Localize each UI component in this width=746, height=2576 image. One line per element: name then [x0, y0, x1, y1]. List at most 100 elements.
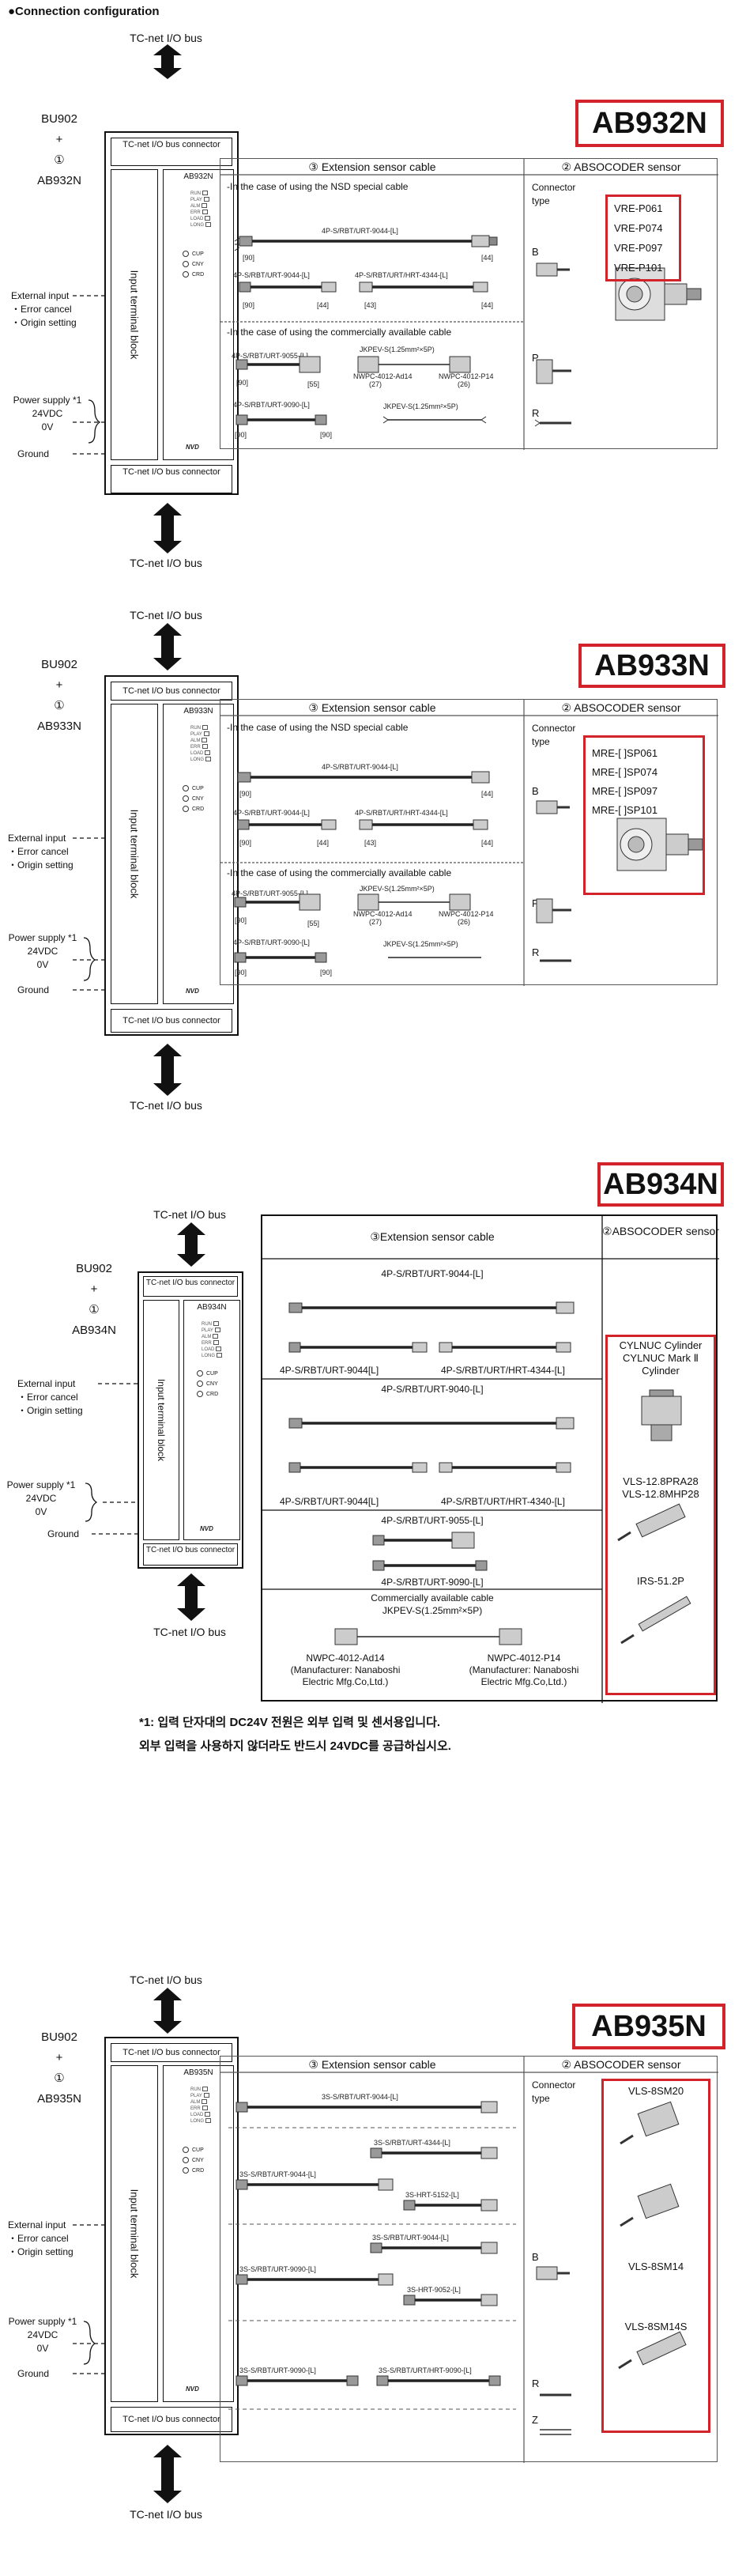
led-row: ERR: [202, 1340, 222, 1347]
type-r: R: [532, 2378, 540, 2389]
sensor-item: VLS-8SM14S: [624, 2321, 688, 2332]
sensor-header: ② ABSOCODER sensor: [561, 161, 681, 173]
led-indicator-icon: [202, 725, 208, 731]
led-indicator-icon: [205, 2118, 212, 2124]
cable-label: JKPEV-S(1.25mm²×5P): [383, 402, 458, 410]
footnote-line-1: *1: 입력 단자대의 DC24V 전원은 외부 입력 및 센서용입니다.: [139, 1716, 441, 1729]
cable-label: 3S-HRT-5152-[L]: [405, 2191, 459, 2199]
config-table: ③ Extension sensor cable ② ABSOCODER sen…: [220, 699, 718, 986]
side-leaders: [85, 1383, 138, 1535]
ground-label: Ground: [17, 984, 50, 995]
input-terminal-block: Input terminal block: [111, 2065, 158, 2402]
double-arrow-icon: [153, 623, 182, 670]
status-circle-icon: [183, 806, 189, 813]
connector-drawings: [536, 2266, 571, 2435]
type-r: R: [532, 407, 540, 419]
sensor-list-box: VRE-P061 VRE-P074 VRE-P097 VRE-P101: [605, 195, 681, 281]
cable-label: 4P-S/RBT/URT-9055-[L]: [381, 1515, 484, 1526]
cable-dim: [55]: [307, 920, 320, 927]
led-indicator-icon: [205, 222, 212, 228]
double-arrow-icon: [153, 1044, 182, 1096]
comm-title: -In the case of using the commercially a…: [227, 867, 452, 878]
cable-label: NWPC-4012-Ad14: [353, 372, 413, 380]
led-indicator-icon: [205, 750, 211, 756]
sensor-item: VLS-8SM20: [627, 2085, 684, 2097]
type-b: B: [532, 785, 539, 797]
side-leaders: [73, 295, 104, 455]
led-indicator-icon: [202, 210, 208, 215]
external-input-label: External input・Error cancel・Origin setti…: [11, 290, 77, 328]
model-title: AB935N: [572, 2004, 725, 2049]
model-title: AB934N: [597, 1162, 724, 1207]
bu-plus: +: [55, 133, 63, 146]
module-body: TC-net I/O bus connector Input terminal …: [138, 1271, 243, 1569]
connector-type-label: Connector type: [532, 182, 576, 206]
connector-drawings: [534, 263, 702, 427]
led-row: PLAY: [190, 2093, 211, 2099]
bottom-connector: TC-net I/O bus connector: [111, 2407, 232, 2432]
led-indicator-icon: [202, 744, 208, 750]
ground-label: Ground: [17, 2368, 50, 2379]
status-row: CNY: [183, 2155, 204, 2166]
status-row: CRD: [183, 2166, 204, 2176]
led-row: LONG: [190, 222, 212, 229]
led-indicator-icon: [202, 2087, 208, 2092]
cable-label: 4P-S/RBT/URT-9044-[L]: [233, 809, 310, 817]
bus-label-top: TC-net I/O bus: [153, 1208, 226, 1221]
cable-label: 3S-S/RBT/URT-4344-[L]: [374, 2139, 450, 2147]
led-row: LOAD: [190, 750, 211, 757]
status-circle-icon: [197, 1381, 203, 1388]
status-circle-icon: [183, 2157, 189, 2164]
bus-label-top: TC-net I/O bus: [130, 609, 202, 621]
led-indicator-icon: [216, 1347, 222, 1352]
brand-logo: NVD: [186, 988, 199, 995]
cable-dim: [90]: [320, 969, 333, 976]
cable-header: ③ Extension sensor cable: [308, 2058, 436, 2071]
brand-logo: NVD: [200, 1525, 213, 1532]
cable-dim: [44]: [317, 301, 330, 309]
cable-label: 3S-HRT-9052-[L]: [407, 2286, 461, 2294]
type-z: Z: [532, 2414, 538, 2426]
cable-header: ③ Extension sensor cable: [308, 161, 436, 173]
led-row: LONG: [202, 1353, 223, 1359]
status-row: CRD: [183, 270, 204, 280]
comm-title: -In the case of using the commercially a…: [227, 327, 452, 338]
sensor-item: VRE-P097: [614, 242, 663, 254]
led-row: PLAY: [190, 731, 211, 738]
led-row: LONG: [190, 757, 212, 763]
cable-label: 3S-S/RBT/URT-9044-[L]: [239, 2170, 316, 2178]
cable-label: 4P-S/RBT/URT/HRT-4344-[L]: [355, 809, 448, 817]
cable-label: 4P-S/RBT/URT/HRT-4340-[L]: [441, 1496, 565, 1507]
cable-label: 4P-S/RBT/URT/HRT-4344-[L]: [441, 1365, 565, 1376]
cable-header: ③Extension sensor cable: [370, 1230, 495, 1243]
status-circle-icon: [197, 1370, 203, 1377]
cable-dim: [90]: [235, 969, 247, 976]
led-row: RUN: [190, 191, 211, 197]
sensor-irs: IRS-51.2P: [637, 1575, 684, 1587]
status-circle-icon: [183, 271, 189, 278]
led-indicator-icon: [203, 197, 209, 202]
external-input-label: External input・Error cancel・Origin setti…: [8, 833, 73, 871]
table-grid: [262, 1216, 719, 1703]
sensor-item: VRE-P074: [614, 222, 663, 234]
cable-label: JKPEV-S(1.25mm²×5P): [383, 940, 458, 948]
status-circle-icon: [183, 2167, 189, 2174]
config-table: ③ Extension sensor cable ② ABSOCODER sen…: [220, 158, 718, 450]
status-row: CUP: [183, 2145, 204, 2155]
type-r: R: [532, 946, 540, 958]
led-indicator-icon: [202, 2106, 208, 2111]
sensor-header: ② ABSOCODER sensor: [561, 701, 681, 714]
cable-dim: [44]: [481, 790, 494, 798]
cable-label: JKPEV-S(1.25mm²×5P): [360, 346, 435, 353]
